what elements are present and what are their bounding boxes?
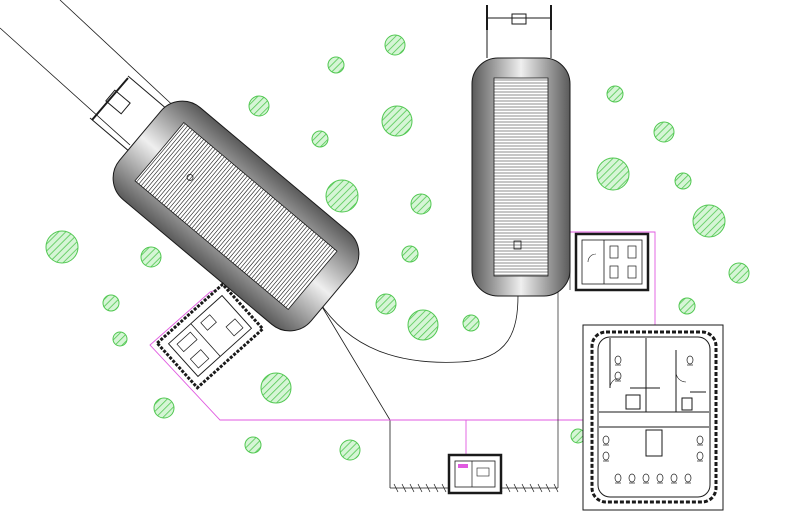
tree-symbol-icon <box>339 439 361 461</box>
roof-ribs <box>494 79 548 276</box>
tree-symbol-icon <box>462 314 480 332</box>
utility-box-west <box>155 282 265 390</box>
toilet-fixtures <box>602 355 704 484</box>
roof-ribs <box>136 123 335 308</box>
toilet-fixture-icon <box>696 451 704 462</box>
tree-symbol-icon <box>327 56 345 74</box>
tree-symbol-icon <box>674 172 692 190</box>
tree-symbol-icon <box>401 245 419 263</box>
tree-symbol-icon <box>384 34 406 56</box>
tree-symbol-icon <box>692 204 726 238</box>
toilet-fixture-icon <box>696 435 704 446</box>
tree-symbol-icon <box>248 95 270 117</box>
toilet-fixture-icon <box>602 435 610 446</box>
tree-symbol-icon <box>410 193 432 215</box>
tree-symbol-icon <box>606 85 624 103</box>
toilet-fixture-icon <box>656 473 664 484</box>
door-swing-icon <box>587 253 597 263</box>
tree-symbol-icon <box>260 372 292 404</box>
tree-symbol-icon <box>311 130 329 148</box>
toilet-fixture-icon <box>684 473 692 484</box>
tree-symbol-icon <box>325 179 359 213</box>
pod-west <box>112 100 360 332</box>
tree-symbol-icon <box>381 105 413 137</box>
toilet-fixture-icon <box>686 355 694 366</box>
tree-symbol-icon <box>375 293 397 315</box>
tree-group <box>45 34 750 461</box>
utility-box-east <box>574 232 650 292</box>
toilet-fixture-icon <box>602 451 610 462</box>
utility-box-south <box>447 453 503 495</box>
gate-structure-north <box>486 5 552 58</box>
tree-symbol-icon <box>112 331 128 347</box>
toilet-fixture-icon <box>614 473 622 484</box>
pod-north <box>471 57 571 297</box>
tree-symbol-icon <box>244 436 262 454</box>
tree-symbol-icon <box>678 297 696 315</box>
toilet-fixture-icon <box>614 355 622 366</box>
tree-symbol-icon <box>653 121 675 143</box>
gate-structure-west <box>89 75 169 153</box>
access-road <box>0 0 391 488</box>
toilet-fixture-icon <box>670 473 678 484</box>
tree-symbol-icon <box>728 262 750 284</box>
tree-symbol-icon <box>153 397 175 419</box>
tree-symbol-icon <box>407 309 439 341</box>
tree-symbol-icon <box>140 246 162 268</box>
footpath-curve <box>317 294 519 363</box>
door-swing-icon <box>675 371 687 383</box>
door-swing-icon <box>609 377 621 389</box>
toilet-fixture-icon <box>642 473 650 484</box>
toilet-fixture-icon <box>614 371 622 382</box>
washroom-block <box>582 324 724 511</box>
toilet-fixture-icon <box>628 473 636 484</box>
tree-symbol-icon <box>45 230 79 264</box>
tree-symbol-icon <box>596 157 630 191</box>
tree-symbol-icon <box>102 294 120 312</box>
